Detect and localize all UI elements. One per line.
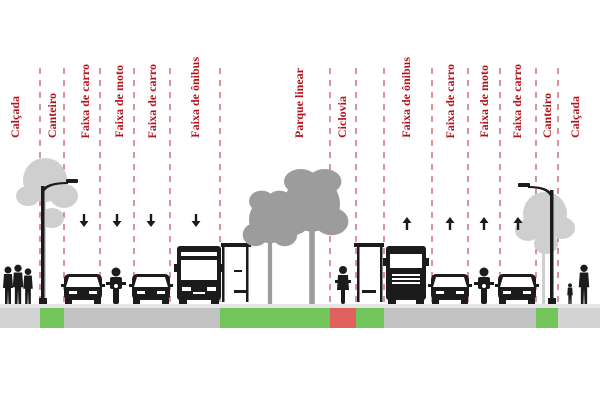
label-faixa-moto-1: Faixa de moto: [112, 65, 126, 138]
label-canteiro-right: Canteiro: [540, 92, 554, 138]
motorcycle-icon: [106, 267, 126, 304]
street-lamp-icon: [39, 179, 78, 304]
bus-shelter-icon: [221, 243, 251, 302]
label-faixa-carro-4: Faixa de carro: [510, 63, 524, 138]
car-icon: [61, 274, 105, 304]
label-parque-linear: Parque linear: [292, 67, 306, 138]
ground-strip: [0, 304, 600, 328]
median-center: [356, 308, 384, 328]
car-icon: [428, 274, 472, 304]
car-icon: [495, 274, 539, 304]
motorcycle-icon: [474, 267, 494, 304]
label-faixa-carro-2: Faixa de carro: [145, 63, 159, 138]
car-icon: [129, 274, 173, 304]
label-faixa-carro-1: Faixa de carro: [78, 63, 92, 138]
label-canteiro-left: Canteiro: [45, 92, 59, 138]
bus-icon: [383, 246, 429, 304]
cyclist-icon: [335, 266, 351, 304]
label-faixa-onibus-1: Faixa de ônibus: [188, 57, 202, 138]
pedestrian-icon: [3, 264, 33, 304]
label-faixa-onibus-2: Faixa de ônibus: [399, 57, 413, 138]
sidewalk-right: [558, 308, 600, 328]
bikeway-ground: [330, 308, 356, 328]
sidewalk-left: [0, 308, 40, 328]
label-ciclovia: Ciclovia: [335, 96, 349, 138]
median-right: [536, 308, 558, 328]
roadway-left: [64, 308, 220, 328]
street-lamp-icon: [518, 183, 556, 304]
tree-icon: [242, 169, 349, 304]
pedestrian-icon: [567, 264, 590, 304]
median-left: [40, 308, 64, 328]
label-faixa-moto-2: Faixa de moto: [477, 65, 491, 138]
bus-shelter-icon: [354, 243, 384, 302]
lane-dividers: [39, 68, 559, 302]
roadway-right: [384, 308, 536, 328]
label-faixa-carro-3: Faixa de carro: [443, 63, 457, 138]
bus-icon: [174, 246, 224, 304]
label-calcada-right: Calçada: [568, 96, 582, 138]
label-calcada-left: Calçada: [8, 96, 22, 138]
linear-park-ground: [220, 308, 330, 328]
